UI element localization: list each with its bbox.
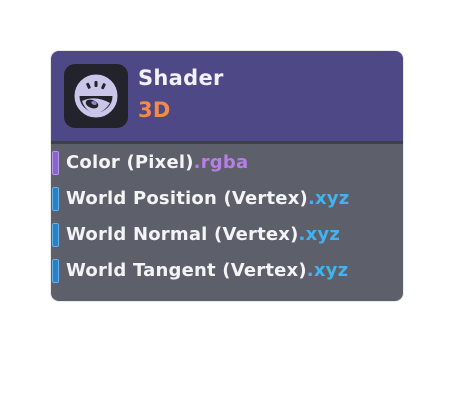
port-swizzle: .xyz <box>306 260 349 281</box>
input-port-world-normal[interactable]: World Normal (Vertex).xyz <box>51 222 403 250</box>
port-label-text: World Tangent (Vertex) <box>66 260 307 281</box>
port-handle-vec3[interactable] <box>52 223 59 247</box>
port-label-text: World Normal (Vertex) <box>66 224 299 245</box>
node-header[interactable]: Shader 3D <box>51 51 403 141</box>
port-label: World Tangent (Vertex).xyz <box>66 260 348 281</box>
input-port-world-position[interactable]: World Position (Vertex).xyz <box>51 186 403 214</box>
shader-node-icon <box>64 64 128 128</box>
port-label-text: World Position (Vertex) <box>66 188 308 209</box>
port-handle-vec4[interactable] <box>52 151 59 175</box>
node-subtitle: 3D <box>138 98 171 122</box>
port-label: World Normal (Vertex).xyz <box>66 224 340 245</box>
port-label: Color (Pixel).rgba <box>66 152 248 173</box>
node-title: Shader <box>138 66 224 90</box>
port-handle-vec3[interactable] <box>52 187 59 211</box>
input-port-world-tangent[interactable]: World Tangent (Vertex).xyz <box>51 258 403 286</box>
port-swizzle: .xyz <box>298 224 340 245</box>
port-label-text: Color (Pixel) <box>66 152 194 173</box>
shader-glyph <box>74 74 118 118</box>
input-port-color-pixel[interactable]: Color (Pixel).rgba <box>51 150 403 178</box>
port-swizzle: .xyz <box>307 188 350 209</box>
port-label: World Position (Vertex).xyz <box>66 188 349 209</box>
port-handle-vec3[interactable] <box>52 259 59 283</box>
header-divider <box>51 141 403 144</box>
port-swizzle: .rgba <box>193 152 249 173</box>
shader-node[interactable]: Shader 3D Color (Pixel).rgba World Posit… <box>51 51 403 301</box>
